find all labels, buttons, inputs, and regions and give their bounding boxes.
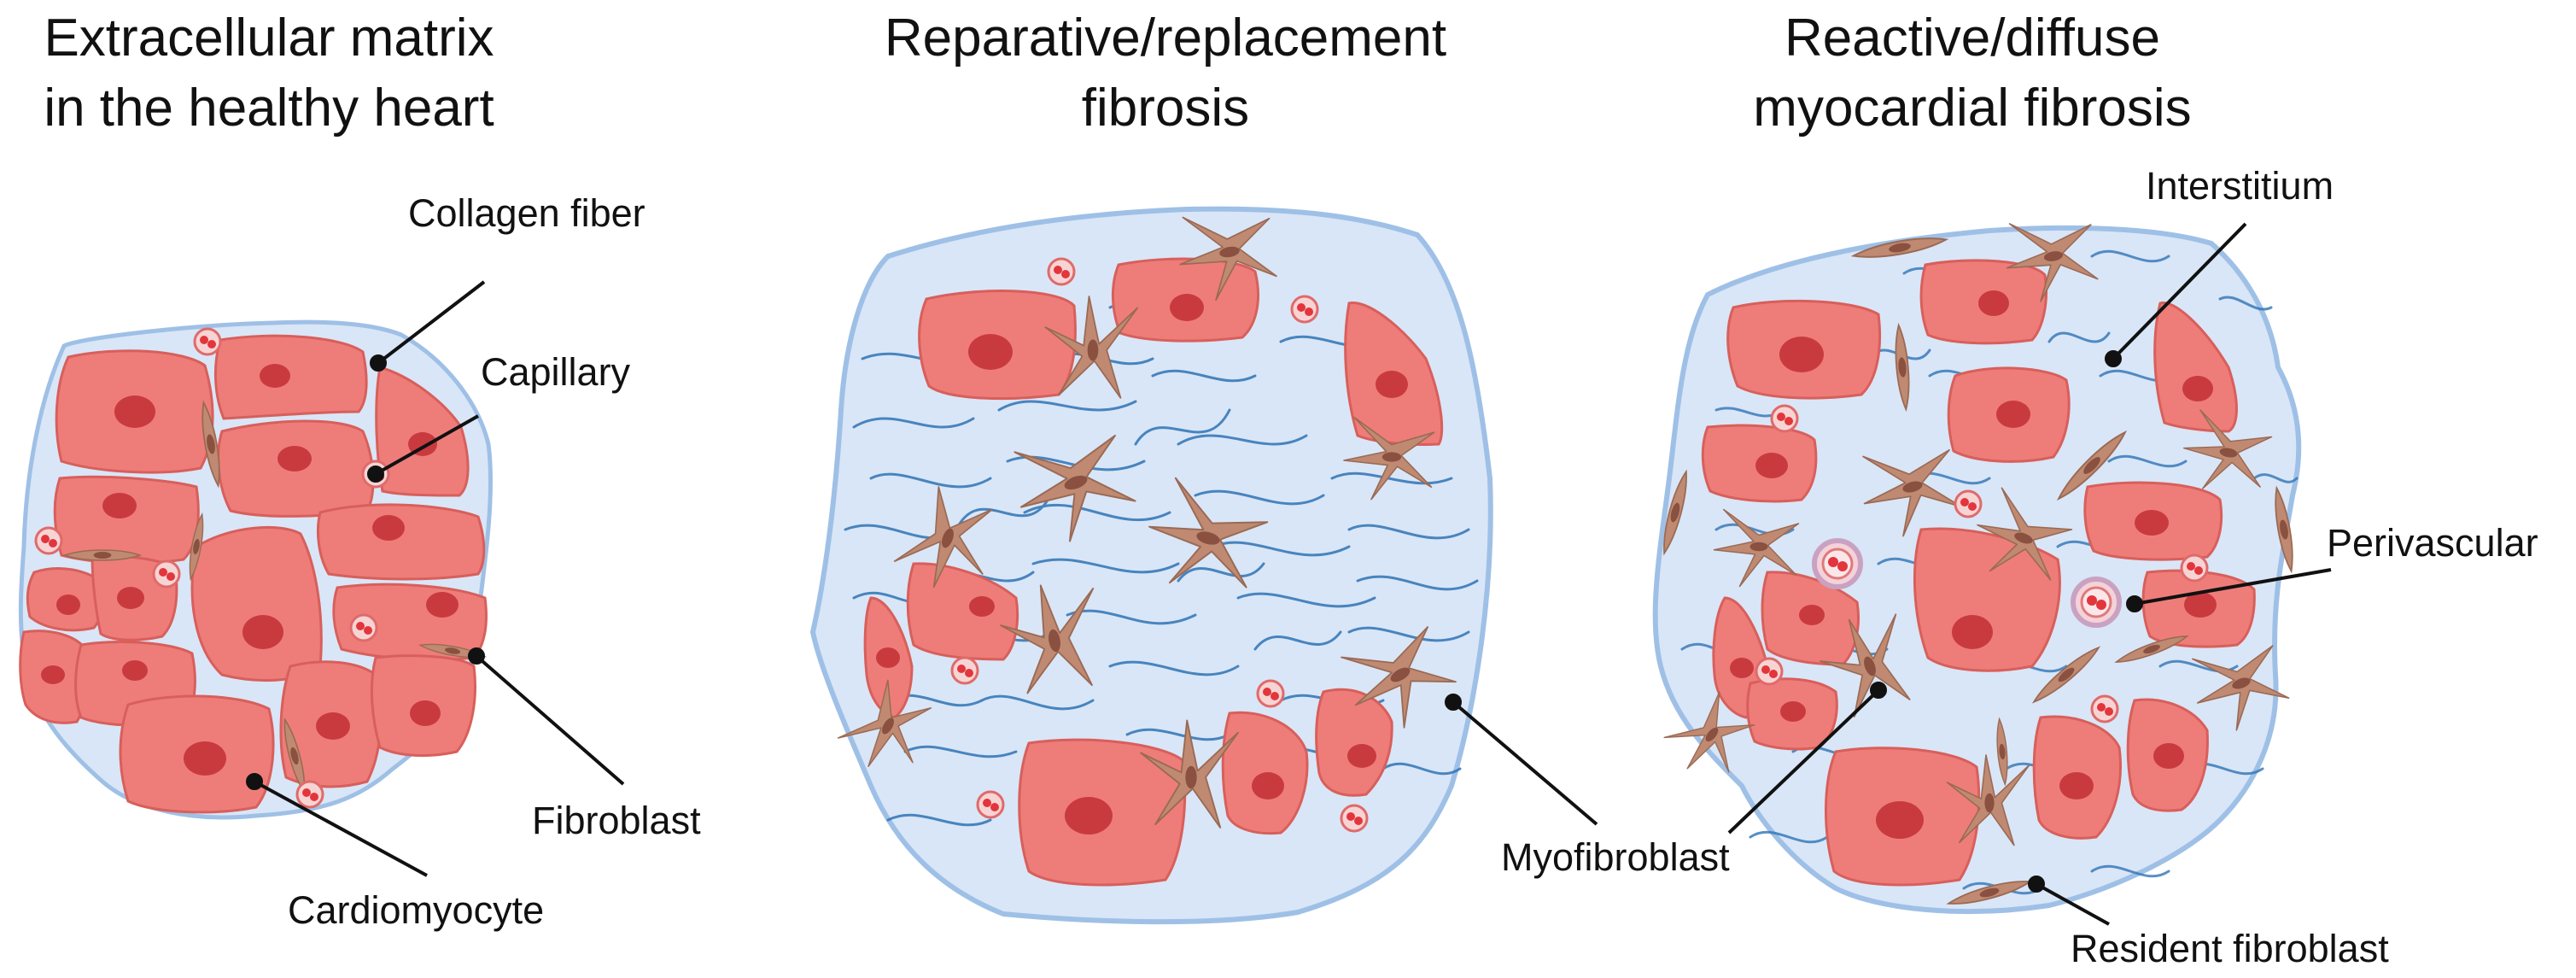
label-capillary: Capillary — [481, 350, 631, 394]
panel-title-healthy-line2: in the healthy heart — [44, 79, 494, 138]
label-perivascular: Perivascular — [2327, 521, 2538, 565]
panel-title-reparative-line2: fibrosis — [1081, 79, 1250, 138]
label-fibroblast: Fibroblast — [532, 799, 701, 842]
panel-title-reactive-line1: Reactive/diffuse — [1785, 9, 2160, 67]
label-myofibroblast: Myofibroblast — [1501, 835, 1730, 879]
leader-lines — [246, 222, 2332, 926]
label-interstitium: Interstitium — [2146, 164, 2334, 208]
panel-title-healthy: Extracellular matrix in the healthy hear… — [0, 3, 538, 143]
label-resident-fibroblast: Resident fibroblast — [2071, 927, 2389, 970]
healthy-tissue — [18, 319, 494, 820]
reactive-tissue — [1652, 208, 2302, 915]
panel-title-reactive-line2: myocardial fibrosis — [1753, 79, 2192, 138]
panel-title-reparative-line1: Reparative/replacement — [884, 9, 1447, 67]
panel-title-healthy-line1: Extracellular matrix — [44, 9, 494, 67]
label-collagen-fiber: Collagen fiber — [408, 191, 645, 235]
label-cardiomyocyte: Cardiomyocyte — [288, 888, 545, 932]
panel-title-reparative: Reparative/replacement fibrosis — [811, 3, 1520, 143]
reparative-tissue — [809, 202, 1493, 925]
panel-title-reactive: Reactive/diffuse myocardial fibrosis — [1674, 3, 2271, 143]
